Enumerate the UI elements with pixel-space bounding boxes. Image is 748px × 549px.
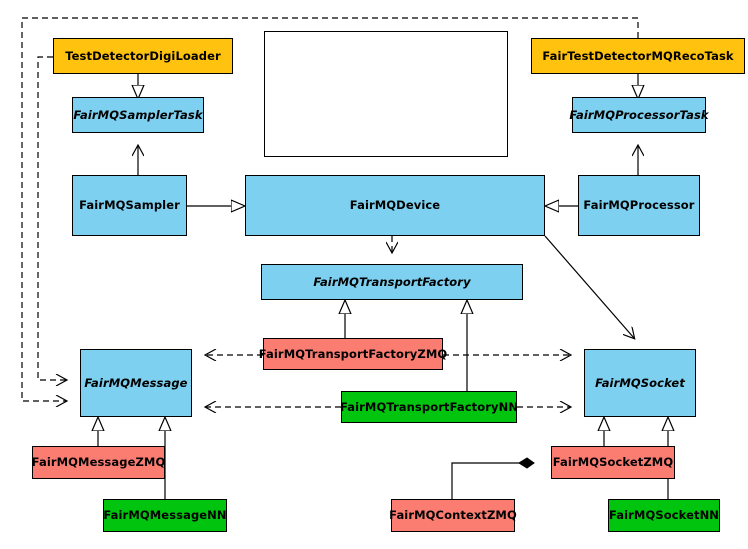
edge-device-socket: [544, 235, 634, 338]
class-node-fairmqsamplertask[interactable]: FairMQSamplerTask: [72, 97, 204, 133]
class-node-fairmqtransportfactorynn[interactable]: FairMQTransportFactoryNN: [339, 391, 519, 423]
class-label: FairMQContextZMQ: [389, 508, 517, 523]
class-label: FairMQSocketNN: [608, 508, 720, 523]
class-label: FairMQTransportFactory: [313, 274, 471, 289]
class-label: TestDetectorDigiLoader: [65, 48, 221, 63]
class-label: FairMQSamplerTask: [73, 107, 203, 122]
edge-digiloader-message: [37, 56, 66, 380]
class-node-fairmqprocessor[interactable]: FairMQProcessor: [578, 175, 700, 236]
class-node-fairmqmessage[interactable]: FairMQMessage: [80, 349, 192, 417]
class-label: FairMQProcessor: [583, 198, 695, 213]
class-node-fairmqprocessortask[interactable]: FairMQProcessorTask: [569, 97, 709, 133]
class-node-fairmqsocketnn[interactable]: FairMQSocketNN: [608, 499, 720, 532]
class-label: FairMQSocketZMQ: [552, 455, 674, 470]
class-label: FairMQTransportFactoryNN: [339, 399, 519, 414]
class-node-fairmqsocket[interactable]: FairMQSocket: [584, 349, 696, 417]
class-label: FairMQSocket: [595, 375, 685, 390]
class-node-fairmqmessagezmq[interactable]: FairMQMessageZMQ: [32, 446, 165, 479]
class-label: FairMQTransportFactoryZMQ: [258, 346, 448, 361]
class-label: FairMQMessageZMQ: [31, 455, 166, 470]
class-label: FairMQMessage: [84, 375, 188, 390]
class-node-fairmqdevice[interactable]: FairMQDevice: [245, 175, 545, 236]
class-node-fairmqmessagenn[interactable]: FairMQMessageNN: [103, 499, 227, 532]
class-node-testdetectordigiloader[interactable]: TestDetectorDigiLoader: [53, 38, 233, 74]
class-node-fairmqsocketzmq[interactable]: FairMQSocketZMQ: [551, 446, 675, 479]
class-node-fairmqsampler[interactable]: FairMQSampler: [72, 175, 187, 236]
class-node-fairtestdetectormqrecotask[interactable]: FairTestDetectorMQRecoTask: [531, 38, 745, 74]
class-node-fairmqtransportfactoryzmq[interactable]: FairMQTransportFactoryZMQ: [259, 338, 447, 370]
class-label: FairMQDevice: [349, 198, 441, 213]
class-node-fairmqtransportfactory[interactable]: FairMQTransportFactory: [261, 264, 523, 300]
edge-contextzmq-socketzmq: [451, 463, 534, 499]
class-node-fairmqcontextzmq[interactable]: FairMQContextZMQ: [389, 499, 517, 532]
class-label: FairMQProcessorTask: [569, 107, 709, 122]
legend-panel: [264, 31, 508, 157]
class-label: FairMQSampler: [79, 198, 180, 213]
class-label: FairTestDetectorMQRecoTask: [542, 48, 734, 63]
class-label: FairMQMessageNN: [103, 508, 227, 523]
